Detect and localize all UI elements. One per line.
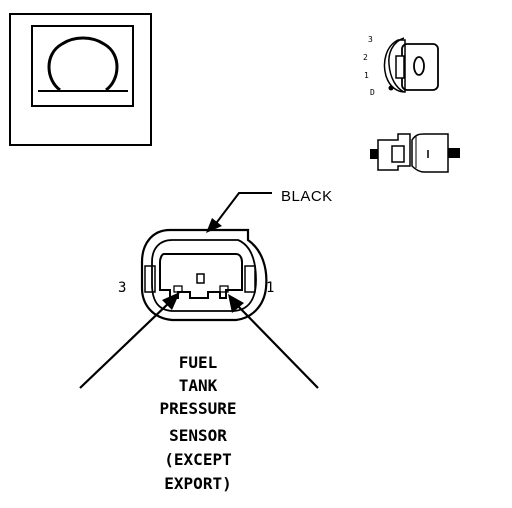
terminal-arrow-right xyxy=(228,294,319,389)
connector-face-icon: 3 2 1 D xyxy=(363,35,439,97)
main-connector xyxy=(140,228,268,322)
key-pin-3: 3 xyxy=(368,35,373,44)
connector-color-label: BLACK xyxy=(281,188,333,205)
component-title: FUEL TANK PRESSURE SENSOR (EXCEPT EXPORT… xyxy=(159,353,236,493)
title-line-1: FUEL xyxy=(179,353,218,372)
pin-label-1: 1 xyxy=(266,280,274,296)
title-line-5: (EXCEPT xyxy=(164,450,231,469)
key-pin-2: 2 xyxy=(363,53,368,62)
title-line-3: PRESSURE xyxy=(159,399,236,418)
title-line-4: SENSOR xyxy=(169,426,227,445)
omega-icon xyxy=(38,36,128,92)
title-line-2: TANK xyxy=(179,376,218,395)
key-pin-d: D xyxy=(370,88,375,97)
pin-label-3: 3 xyxy=(118,280,126,296)
component-symbol-box xyxy=(9,13,152,146)
title-line-6: EXPORT) xyxy=(164,474,231,493)
color-leader-arrow xyxy=(206,192,272,233)
connector-side-icon xyxy=(370,133,460,173)
key-pin-1: 1 xyxy=(364,71,369,80)
terminal-arrow-left xyxy=(79,292,180,389)
